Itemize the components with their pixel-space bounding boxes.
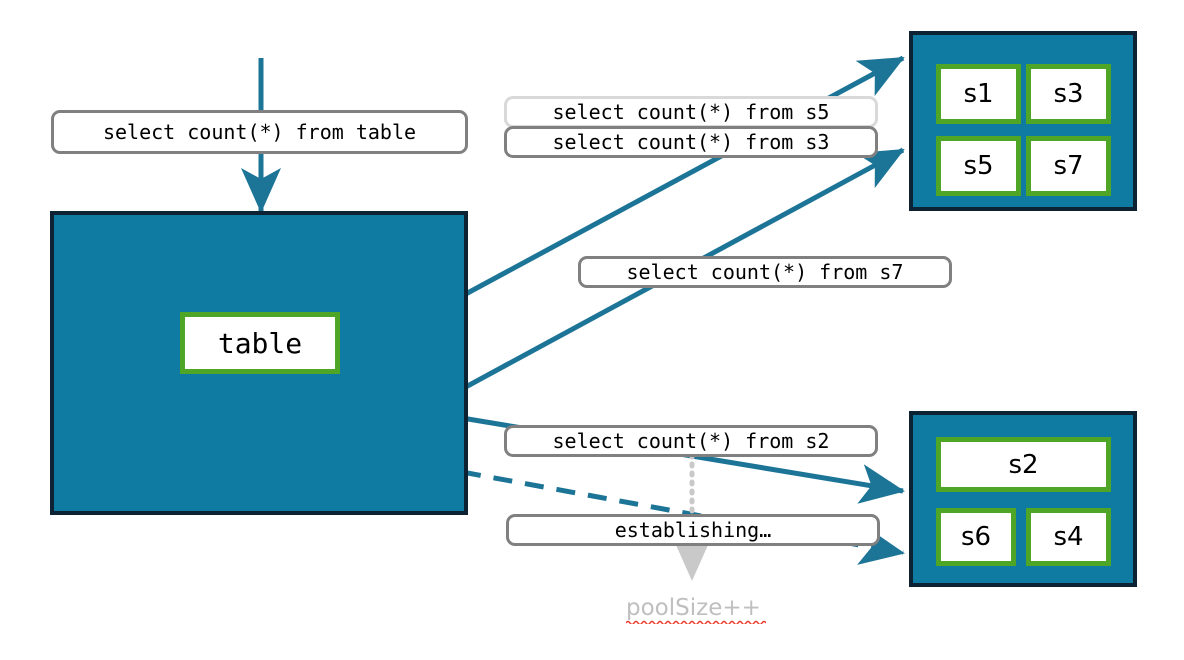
server-label-s4: s4 (1053, 522, 1084, 552)
query-label-main: select count(*) from table (102, 120, 417, 144)
server-node-s5[interactable]: s5 (936, 136, 1021, 196)
poolsize-note: poolSize++ (626, 595, 766, 624)
poolsize-note-label: poolSize++ (626, 595, 761, 621)
server-label-s7: s7 (1053, 151, 1084, 181)
query-box-s5[interactable]: select count(*) from s5 (504, 96, 878, 128)
spellcheck-squiggle-icon (626, 620, 766, 624)
query-box-s7[interactable]: select count(*) from s7 (578, 256, 952, 288)
table-node[interactable]: table (180, 312, 340, 374)
query-box-s3[interactable]: select count(*) from s3 (504, 126, 878, 158)
arrow-table-to-new-connection-dashed (461, 469, 905, 565)
server-node-s1[interactable]: s1 (936, 64, 1021, 124)
query-label-establishing: establishing… (614, 518, 772, 542)
query-label-s5: select count(*) from s5 (552, 100, 830, 124)
query-box-s2[interactable]: select count(*) from s2 (504, 425, 878, 457)
server-label-s1: s1 (963, 79, 994, 109)
server-node-s3[interactable]: s3 (1026, 64, 1111, 124)
server-label-s2: s2 (1008, 449, 1039, 480)
server-node-s6[interactable]: s6 (936, 508, 1016, 566)
query-box-establishing[interactable]: establishing… (506, 514, 880, 546)
table-node-label: table (217, 326, 303, 360)
server-node-s2[interactable]: s2 (936, 437, 1111, 492)
server-label-s6: s6 (960, 522, 992, 552)
query-box-main[interactable]: select count(*) from table (51, 110, 468, 154)
query-label-s7: select count(*) from s7 (626, 260, 904, 284)
query-label-s2: select count(*) from s2 (552, 429, 830, 453)
server-node-s4[interactable]: s4 (1026, 508, 1111, 566)
server-label-s3: s3 (1053, 79, 1084, 109)
server-node-s7[interactable]: s7 (1026, 136, 1111, 196)
query-label-s3: select count(*) from s3 (552, 130, 830, 154)
server-label-s5: s5 (963, 151, 994, 181)
